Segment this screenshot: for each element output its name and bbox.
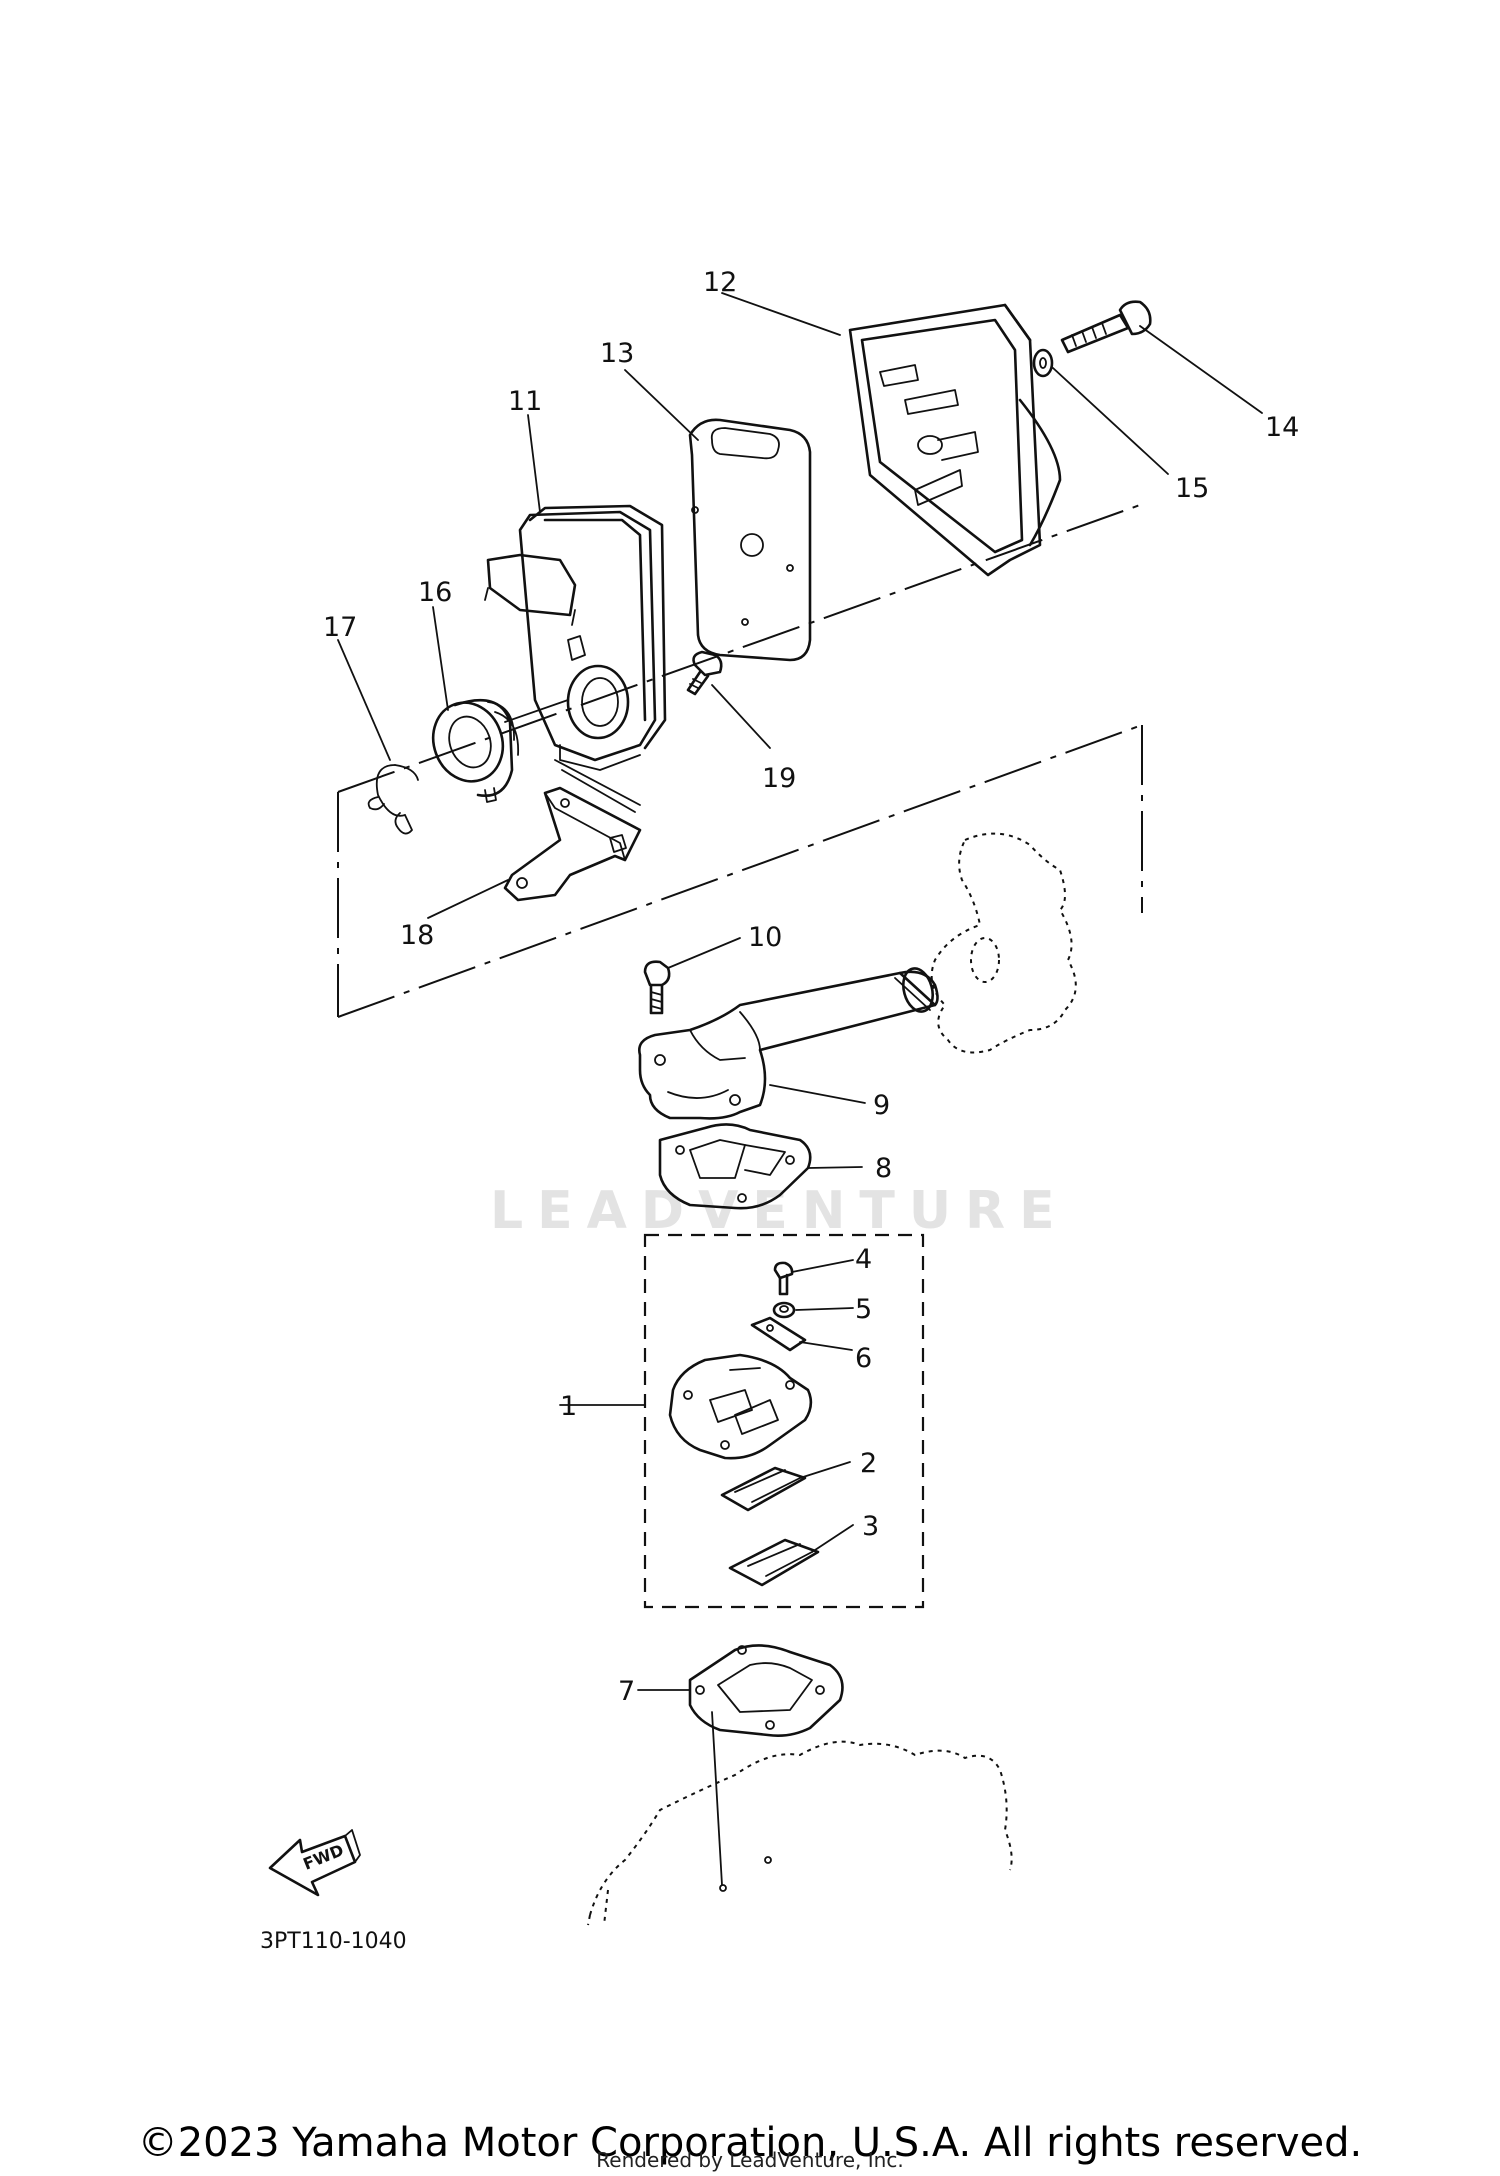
callout-8: 8 xyxy=(875,1153,892,1184)
callout-14: 14 xyxy=(1265,412,1299,443)
part-8-gasket[interactable] xyxy=(658,1123,812,1210)
part-1-reed-valve-body[interactable] xyxy=(668,1353,813,1460)
callout-16: 16 xyxy=(418,577,452,608)
callout-3: 3 xyxy=(862,1511,879,1542)
callout-4: 4 xyxy=(855,1244,872,1275)
callout-10: 10 xyxy=(748,922,782,953)
locator-hole xyxy=(719,1884,727,1892)
group-frame-dashdot xyxy=(337,504,1143,1018)
locator-line-part-7 xyxy=(711,1711,723,1886)
part-6-stopper-plate[interactable] xyxy=(750,1316,807,1352)
part-9-intake-manifold[interactable] xyxy=(638,965,939,1120)
watermark-text: LEADVENTURE xyxy=(490,1181,1069,1241)
part-12-airbox-cover[interactable] xyxy=(848,303,1062,577)
callout-7: 7 xyxy=(618,1676,635,1707)
part-4-screw[interactable] xyxy=(773,1261,794,1296)
part-19-screw[interactable] xyxy=(686,650,723,696)
callout-19: 19 xyxy=(762,763,796,794)
rendered-by-notice: Rendered by LeadVenture, Inc. xyxy=(596,2148,904,2172)
callout-2: 2 xyxy=(860,1448,877,1479)
part-18-bracket[interactable] xyxy=(503,759,642,902)
part-2-reed[interactable] xyxy=(720,1466,807,1512)
diagram-code: 3PT110-1040 xyxy=(260,1929,407,1954)
assembly-box-part-1 xyxy=(643,1233,925,1609)
ghost-crankcase-outline xyxy=(930,832,1077,1054)
fwd-arrow-icon: FWD xyxy=(268,1829,361,1897)
callout-5: 5 xyxy=(855,1294,872,1325)
part-10-screw[interactable] xyxy=(643,960,671,1015)
part-7-gasket[interactable] xyxy=(688,1644,844,1737)
part-16-joint[interactable] xyxy=(422,693,519,803)
callout-1: 1 xyxy=(560,1391,577,1422)
part-17-clip[interactable] xyxy=(367,764,419,835)
callout-13: 13 xyxy=(600,338,634,369)
part-11-airbox-case[interactable] xyxy=(484,504,667,771)
copyright-notice: ©2023 Yamaha Motor Corporation, U.S.A. A… xyxy=(137,2120,1363,2166)
part-5-washer[interactable] xyxy=(772,1301,796,1319)
callout-9: 9 xyxy=(873,1090,890,1121)
part-13-filter-element[interactable] xyxy=(688,418,812,662)
part-15-washer[interactable] xyxy=(1032,348,1054,378)
callout-6: 6 xyxy=(855,1343,872,1374)
callout-18: 18 xyxy=(400,920,434,951)
part-14-bolt[interactable] xyxy=(1060,300,1152,354)
callout-15: 15 xyxy=(1175,473,1209,504)
leader-lines xyxy=(337,292,1263,1691)
ghost-cylinder-outline xyxy=(587,1740,1013,1926)
callout-11: 11 xyxy=(508,386,542,417)
part-3-reed-stopper[interactable] xyxy=(728,1538,820,1587)
callout-17: 17 xyxy=(323,612,357,643)
callout-labels: 12 13 11 14 15 16 17 18 19 10 9 8 4 5 6 … xyxy=(323,267,1299,1707)
callout-12: 12 xyxy=(703,267,737,298)
